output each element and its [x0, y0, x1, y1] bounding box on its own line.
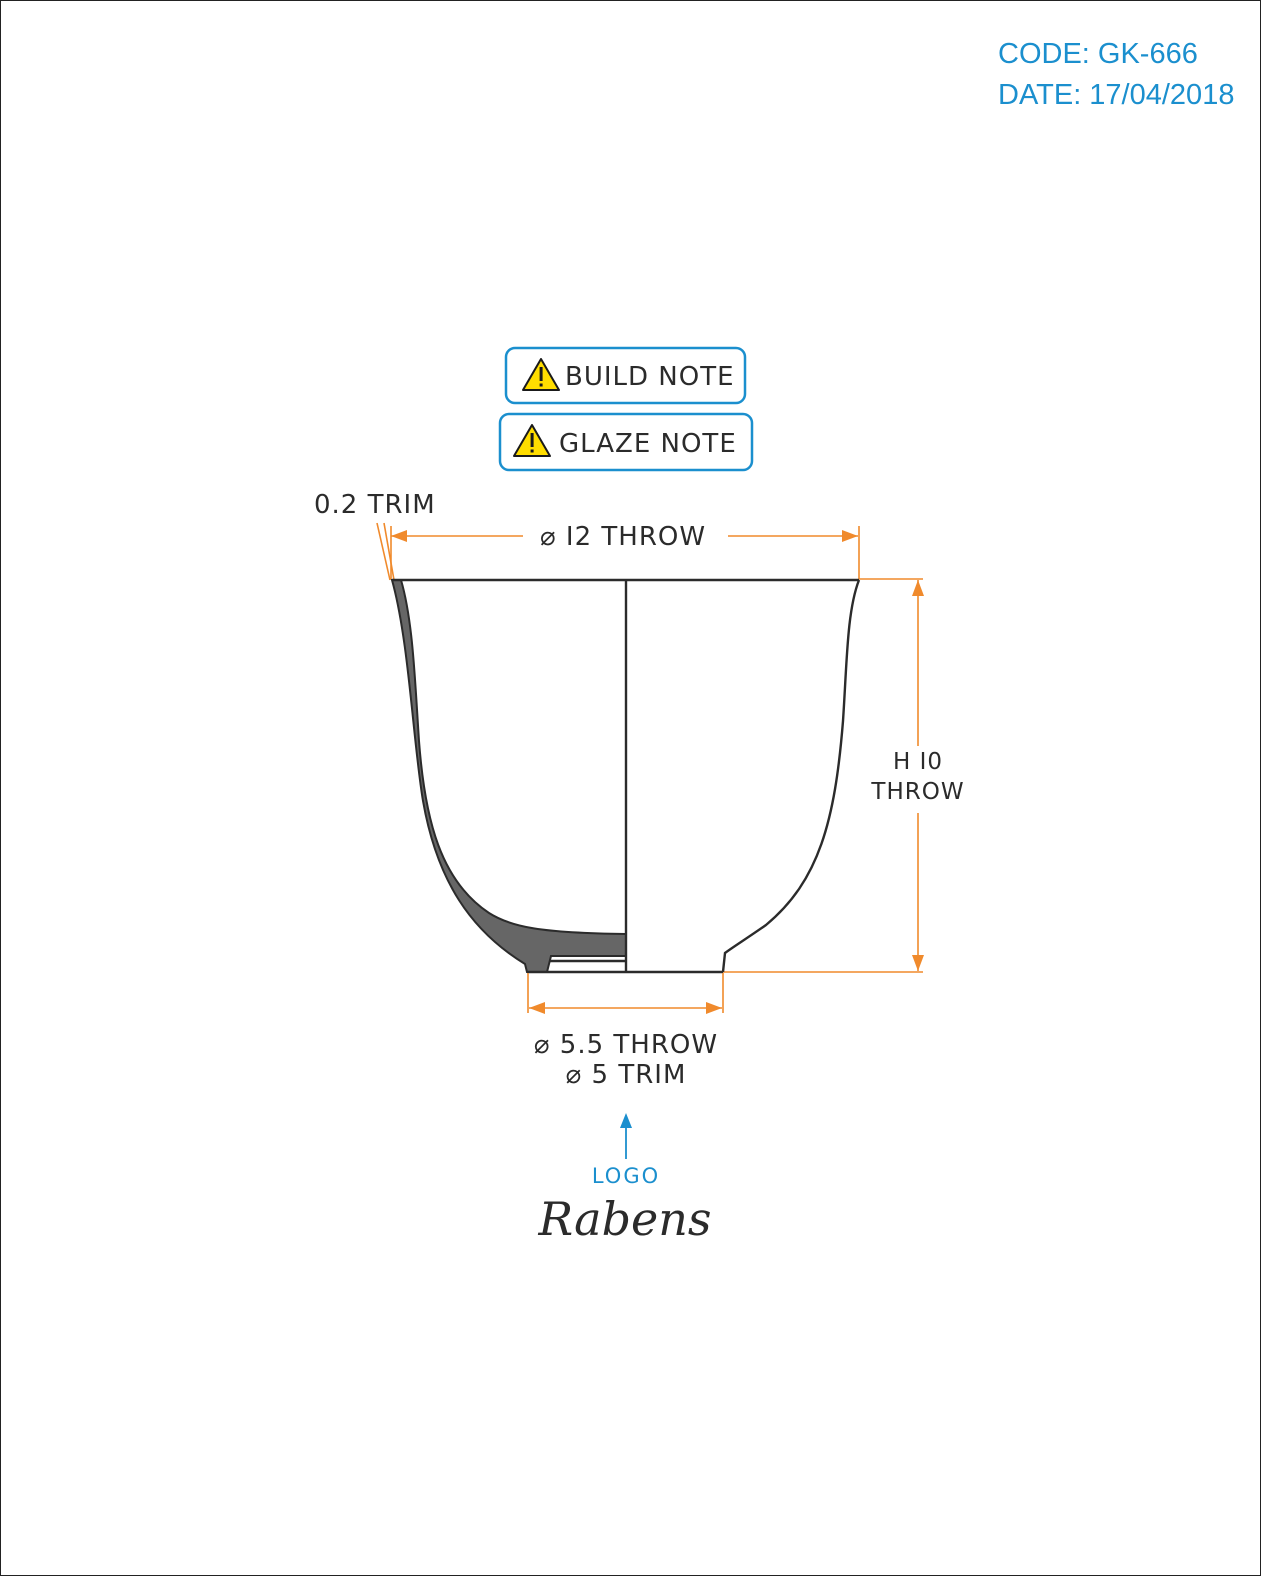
height-dimension	[723, 578, 924, 973]
product-code: CODE: GK-666	[998, 38, 1198, 70]
cup-wall-section	[390, 579, 627, 973]
logo-label: LOGO	[592, 1164, 660, 1188]
height-label: H I0	[893, 749, 943, 775]
brand-logo: Rabens	[537, 1192, 711, 1246]
top-diameter-dimension	[390, 526, 860, 579]
base-throw-label: ⌀ 5.5 THROW	[534, 1030, 718, 1060]
glaze-note-button[interactable]: GLAZE NOTE	[498, 412, 754, 472]
base-diameter-dimension	[527, 973, 724, 1014]
cup-cross-section	[390, 578, 861, 974]
rim-trim-leader	[376, 522, 395, 581]
base-trim-label: ⌀ 5 TRIM	[566, 1060, 687, 1090]
rim-trim-label: 0.2 TRIM	[314, 490, 436, 520]
build-note-label: BUILD NOTE	[565, 362, 735, 392]
build-note-button[interactable]: BUILD NOTE	[504, 346, 747, 405]
logo-arrow-icon	[620, 1113, 632, 1159]
cup-outline-right	[721, 579, 861, 973]
warning-icon	[522, 358, 560, 391]
top-diameter-label: ⌀ I2 THROW	[540, 522, 706, 552]
height-method-label: THROW	[870, 779, 964, 805]
warning-icon	[513, 424, 551, 457]
glaze-note-label: GLAZE NOTE	[559, 429, 737, 459]
drawing-date: DATE: 17/04/2018	[998, 79, 1234, 111]
